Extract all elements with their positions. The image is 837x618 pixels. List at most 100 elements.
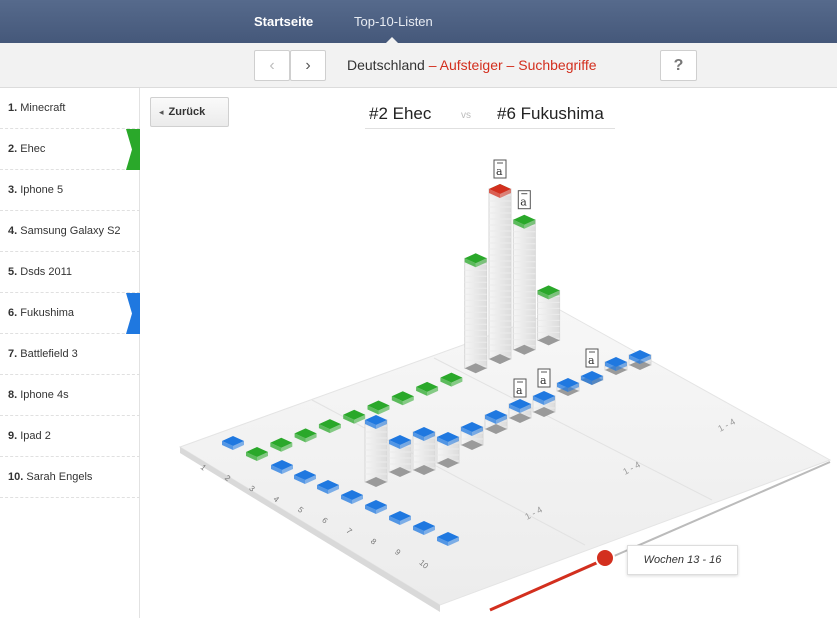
bar-side	[400, 440, 411, 449]
bar-side	[376, 420, 387, 429]
back-button[interactable]: ◂Zurück	[150, 97, 229, 127]
bar-side	[233, 441, 244, 450]
news-icon[interactable]: a	[537, 368, 551, 388]
bar-side	[513, 219, 525, 229]
blue-bar	[271, 460, 293, 474]
blue-bar	[364, 415, 388, 487]
bar-side	[464, 258, 476, 268]
bar-base	[437, 458, 459, 468]
sidebar-item-ehec[interactable]: 2. Ehec	[0, 129, 140, 170]
blue-bar	[436, 432, 460, 468]
green-bar	[537, 285, 561, 346]
rank-label: 6	[320, 516, 330, 526]
compare-divider	[365, 128, 615, 129]
bar-side	[329, 424, 341, 434]
green-bar	[512, 214, 536, 355]
bar-base	[629, 360, 651, 370]
sidebar-item-sarah-engels[interactable]: 10. Sarah Engels	[0, 457, 140, 498]
bar-side	[448, 437, 459, 446]
bar-base	[413, 465, 435, 475]
sidebar-item-battlefield-3[interactable]: 7. Battlefield 3	[0, 334, 140, 375]
news-icon[interactable]: a	[517, 190, 531, 210]
bar-side	[317, 485, 328, 494]
rank-label: 3	[247, 484, 257, 494]
bar-side	[271, 465, 282, 474]
bar-side	[524, 219, 536, 229]
blue-bar	[508, 399, 532, 423]
news-icon-glyph: a	[496, 165, 503, 178]
bar-side	[537, 290, 549, 300]
bar-side	[568, 383, 579, 392]
bar-side	[294, 475, 305, 484]
news-icon[interactable]: a	[493, 159, 507, 179]
toolbar: ‹ › Deutschland – Aufsteiger – Suchbegri…	[0, 43, 837, 88]
rank-label: 8	[369, 537, 379, 547]
help-button[interactable]: ?	[660, 50, 697, 81]
blue-bar	[580, 371, 604, 385]
sidebar-item-dsds-2011[interactable]: 5. Dsds 2011	[0, 252, 140, 293]
news-icon[interactable]: a	[513, 378, 527, 398]
nav-home[interactable]: Startseite	[254, 14, 314, 29]
rank-label: 2	[223, 473, 233, 483]
news-icon-glyph: a	[588, 354, 595, 367]
bar-side	[222, 441, 233, 450]
bar-column	[364, 419, 388, 483]
bar-side	[341, 495, 352, 504]
blue-bar	[484, 410, 508, 434]
bar-side	[448, 537, 459, 546]
bar-side	[509, 404, 520, 413]
bar-column	[464, 257, 488, 369]
sidebar-item-ipad-2[interactable]: 9. Ipad 2	[0, 416, 140, 457]
bar-side	[475, 258, 487, 268]
selected-marker-green	[126, 129, 140, 170]
bars: a a a a a	[222, 159, 652, 546]
sidebar-item-samsung-galaxy-s2[interactable]: 4. Samsung Galaxy S2	[0, 211, 140, 252]
bar-side	[544, 396, 555, 405]
bar-side	[402, 396, 414, 406]
chart-floor	[178, 309, 832, 612]
blue-bar	[460, 422, 484, 450]
bar-side	[616, 362, 627, 371]
bar-side	[376, 505, 387, 514]
news-icon-glyph: a	[540, 374, 547, 387]
sidebar-item-fukushima[interactable]: 6. Fukushima	[0, 293, 140, 334]
green-bar	[318, 419, 341, 434]
news-icon-glyph: a	[520, 196, 527, 209]
nav-top10[interactable]: Top-10-Listen	[354, 14, 433, 29]
bar-side	[413, 526, 424, 535]
bar-side	[451, 377, 463, 387]
bar-side	[282, 465, 293, 474]
blue-bar	[388, 435, 412, 477]
timeline-handle[interactable]	[595, 548, 615, 568]
bar-side	[496, 415, 507, 424]
bar-column	[512, 219, 536, 351]
rank-label: 9	[393, 547, 403, 557]
bar-side	[424, 526, 435, 535]
bar-side	[461, 427, 472, 436]
bar-side	[281, 442, 293, 452]
blue-bar	[294, 470, 316, 484]
bar-side	[533, 396, 544, 405]
news-icon-frame	[493, 159, 507, 179]
prev-button[interactable]: ‹	[254, 50, 290, 81]
timeline-label: Wochen 13 - 16	[627, 545, 738, 575]
green-bar	[270, 437, 293, 452]
news-icon[interactable]: a	[585, 348, 599, 368]
blue-bar	[556, 378, 580, 396]
blue-bar	[389, 511, 411, 525]
sidebar-item-iphone-5[interactable]: 3. Iphone 5	[0, 170, 140, 211]
bar-base	[513, 344, 536, 355]
bar-base	[389, 467, 411, 477]
bar-side	[581, 376, 592, 385]
bar-base	[464, 363, 487, 374]
rank-label: 7	[345, 526, 355, 536]
news-icon-glyph: a	[516, 384, 523, 397]
sidebar-item-minecraft[interactable]: 1. Minecraft	[0, 88, 140, 129]
bar-side	[389, 440, 400, 449]
bar-side	[485, 415, 496, 424]
bar-side	[365, 505, 376, 514]
bar-side	[427, 386, 439, 396]
sidebar-item-iphone-4s[interactable]: 8. Iphone 4s	[0, 375, 140, 416]
next-button[interactable]: ›	[290, 50, 326, 81]
rank-label: 5	[296, 505, 306, 515]
